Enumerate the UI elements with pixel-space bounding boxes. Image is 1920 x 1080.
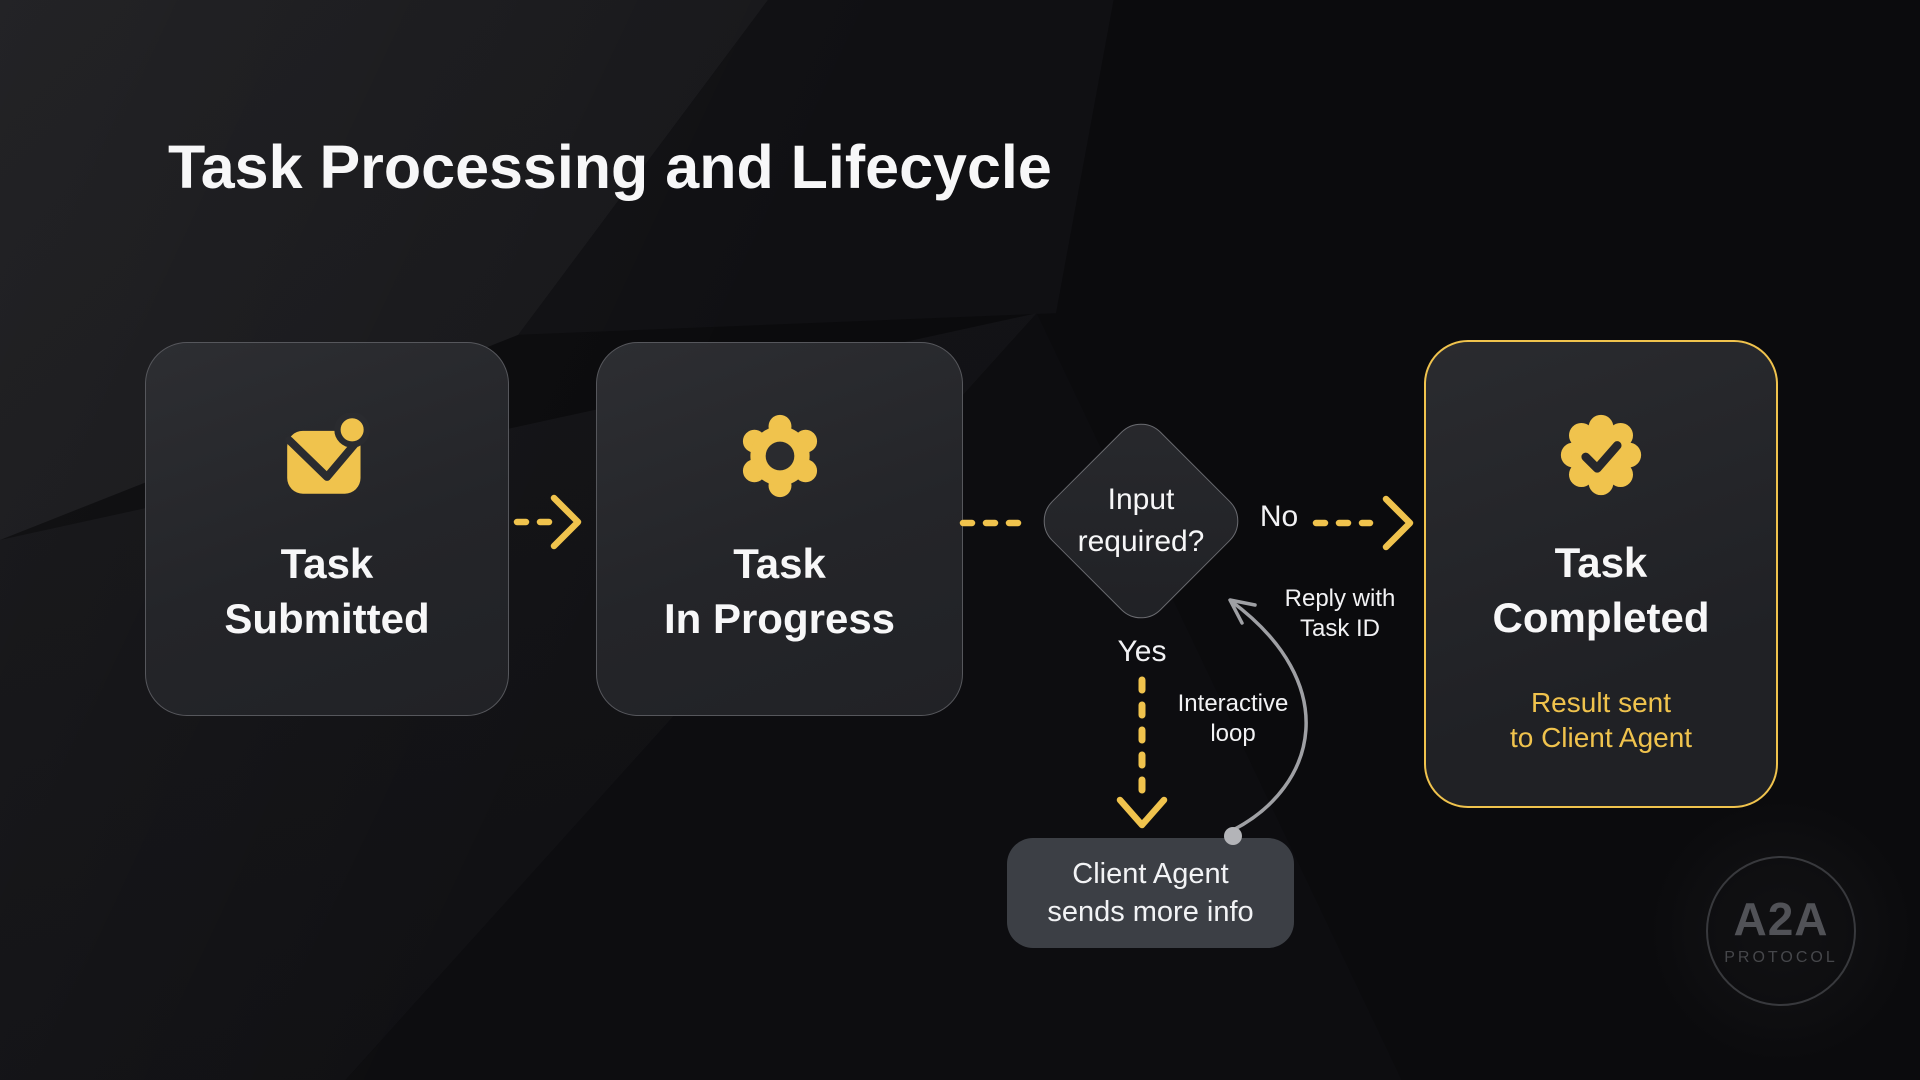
node-label-line: Task <box>280 540 374 587</box>
edge-label-no: No <box>1259 500 1299 533</box>
node-subtitle-line: Result sent <box>1530 687 1672 718</box>
node-label: Task In Progress <box>664 536 895 646</box>
a2a-protocol-logo: A2A PROTOCOL <box>1706 856 1856 1006</box>
edge-label-line: Interactive <box>1177 690 1289 717</box>
logo-subtext: PROTOCOL <box>1724 948 1838 966</box>
edge-label-yes: Yes <box>1117 635 1167 668</box>
client-label-line: sends more info <box>1047 896 1254 928</box>
node-subtitle: Result sent to Client Agent <box>1510 685 1692 755</box>
page-title: Task Processing and Lifecycle <box>168 133 1052 201</box>
decision-label: Input required? <box>1078 479 1205 563</box>
decision-label-line: Input <box>1107 483 1175 516</box>
logo-text: A2A <box>1733 892 1829 945</box>
node-label-line: Task <box>733 540 826 587</box>
mail-notification-icon <box>285 413 370 494</box>
edge-label-reply-with-task-id: Reply with Task ID <box>1285 584 1396 644</box>
node-label-line: Submitted <box>224 595 430 642</box>
node-label: Task Submitted <box>224 536 429 646</box>
node-label-line: In Progress <box>663 595 896 642</box>
node-client-agent: Client Agent sends more info <box>1007 838 1294 948</box>
node-task-completed: Task Completed Result sent to Client Age… <box>1424 340 1778 808</box>
edge-label-line: Task ID <box>1299 615 1380 642</box>
connector-decision-to-client-yes <box>1116 676 1168 829</box>
decision-label-line: required? <box>1077 525 1205 558</box>
edge-label-interactive-loop: Interactive loop <box>1178 689 1289 749</box>
connector-submitted-to-inprogress <box>513 494 582 550</box>
client-label-line: Client Agent <box>1072 858 1229 890</box>
node-subtitle-line: to Client Agent <box>1509 722 1693 753</box>
badge-check-icon <box>1560 414 1642 496</box>
node-label-line: Task <box>1554 539 1648 586</box>
connector-decision-to-completed-no <box>1312 495 1414 551</box>
edge-label-line: Reply with <box>1284 585 1396 612</box>
edge-label-line: loop <box>1210 720 1256 747</box>
node-task-submitted: Task Submitted <box>145 342 509 716</box>
node-task-in-progress: Task In Progress <box>596 342 963 716</box>
node-label: Task Completed <box>1492 535 1709 645</box>
node-label-line: Completed <box>1492 594 1710 641</box>
gear-icon <box>742 414 817 498</box>
